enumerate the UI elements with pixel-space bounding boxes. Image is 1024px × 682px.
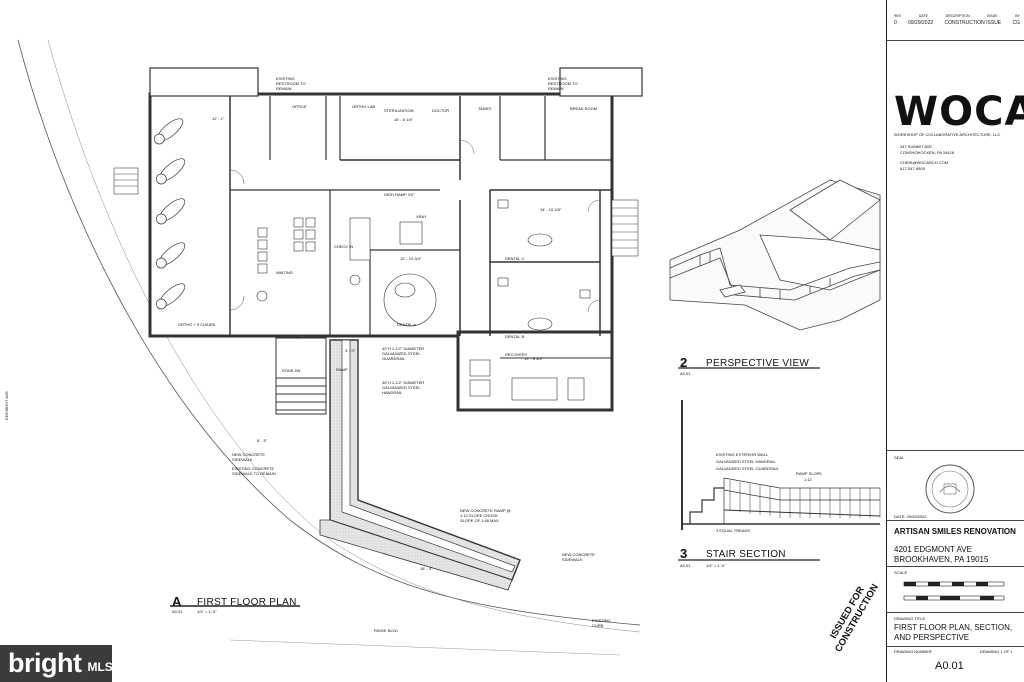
room-label-recovery: RECOVERY xyxy=(505,352,528,357)
seal-date: DATE: 09/29/2022 xyxy=(894,514,927,519)
note-new-ramp: NEW CONCRETE RAMP @ 1:12 SLOPE CROSS SLO… xyxy=(460,508,511,523)
firm-email: CHRIS@WOCARCH.COM xyxy=(900,160,949,165)
note-existing-restroom-2: EXISTING RESTROOM TO REMAIN xyxy=(548,76,578,91)
watermark-brand: bright xyxy=(8,648,82,678)
section-note-wall: EXISTING EXTERIOR WALL xyxy=(716,452,769,457)
perspective-number: 2 xyxy=(680,355,688,370)
perspective-title: PERSPECTIVE VIEW xyxy=(706,358,810,369)
drawing-sheet xyxy=(17,39,881,656)
section-note-ramp-slope: RAMP SLOPE xyxy=(796,471,822,476)
dim-5: 19' - 8 3/4" xyxy=(524,356,544,361)
room-label-dental-c: DENTAL C xyxy=(505,256,525,261)
dim-2: 16' - 8 1/4" xyxy=(394,117,414,122)
dim-1: 12' - 1" xyxy=(212,116,225,121)
plan-title: FIRST FLOOR PLAN xyxy=(197,597,297,608)
section-note-slope-value: 1:12 xyxy=(804,477,812,482)
room-label-stair-dn: STAIR DN xyxy=(282,368,301,373)
firm-address-1: 347 SUMMIT AVE xyxy=(900,144,933,149)
street-label-south: RIDGE BLVD xyxy=(374,628,398,633)
architect-seal xyxy=(925,464,975,514)
title-block xyxy=(886,0,1024,682)
note-new-sidewalk-2: NEW CONCRETE SIDEWALK xyxy=(562,552,595,562)
scale-label: SCALE xyxy=(894,570,908,575)
section-ref: A0.01 xyxy=(680,563,691,568)
drawing-number-label: DRAWING NUMBER xyxy=(894,649,932,654)
room-label-ortho-chairs: ORTHO + 5 CHAIRS xyxy=(178,322,216,327)
perspective-ref: A0.01 xyxy=(680,371,691,376)
dim-6: 18' - 4" xyxy=(420,566,433,571)
note-guardrail: 42"H 1-1/2" DIAMETER GALVANIZED STEEL GU… xyxy=(382,346,425,361)
perspective-drawing xyxy=(669,179,881,331)
plan-scale: 1/4" = 1'-0" xyxy=(197,609,217,614)
note-existing-sidewalk: EXISTING CONCRETE SIDEWALK TO REMAIN xyxy=(232,466,276,476)
section-note-guardrail: GALVANIZED STEEL GUARDRAIL xyxy=(716,466,779,471)
firm-address-2: CONSHOHOCKEN, PA 19428 xyxy=(900,150,954,155)
plan-sheet-ref: A0.01 xyxy=(172,609,183,614)
graphic-scale-bar xyxy=(903,581,1005,601)
room-label-break-room: BREAK ROOM xyxy=(570,106,598,111)
room-label-ortho-lab: ORTHO LAB xyxy=(352,104,376,109)
plan-title-marker: A xyxy=(172,594,182,609)
waiting-chairs xyxy=(256,217,361,302)
room-label-checkin: CHECK IN xyxy=(334,244,354,249)
note-existing-curb: EXISTING CURB xyxy=(592,618,611,628)
brightmls-watermark: bright MLS xyxy=(0,645,113,682)
dim-4: 14' - 10 1/8" xyxy=(540,207,562,212)
room-label-doctor: DOCTOR xyxy=(432,108,450,113)
section-number: 3 xyxy=(680,546,688,561)
seal-label: SEAL xyxy=(894,455,905,460)
firm-logo: WOCA xyxy=(894,89,1024,135)
dim-3: 12' - 10 3/4" xyxy=(400,256,422,261)
street-label-west: EDGMONT AVE xyxy=(4,391,9,420)
ortho-chairs xyxy=(153,118,186,310)
dim-7: 8' - 5" xyxy=(257,438,268,443)
revision-header: REV DATE DESCRIPTION ISSUE BY xyxy=(894,14,1020,18)
drawing-title-2: AND PERSPECTIVE xyxy=(894,633,970,642)
note-new-sidewalk: NEW CONCRETE SIDEWALK xyxy=(232,452,265,462)
room-label-sterilization: STERILIZATION xyxy=(384,108,414,113)
room-label-high-ramp: HIGH RAMP 3'0" xyxy=(384,192,415,197)
watermark-suffix: MLS xyxy=(87,659,113,674)
note-handrail: 36"H 1-1/2" DIAMETER GALVANIZED STEEL HA… xyxy=(382,380,425,395)
drawing-of-label: DRAWING 1 OF 1 xyxy=(980,649,1013,654)
section-note-treads: 3 EQUAL TREADS xyxy=(716,528,751,533)
dim-8: 3' - 0" xyxy=(345,348,356,353)
room-label-office: OFFICE xyxy=(292,104,307,109)
revision-row: 0 09/29/2022 CONSTRUCTION ISSUE CG xyxy=(894,20,1020,26)
site-curve-west xyxy=(17,39,641,626)
room-label-dental-a: DENTAL A xyxy=(397,322,416,327)
section-note-handrail: GALVANIZED STEEL HANDRAIL xyxy=(716,459,776,464)
project-address-2: BROOKHAVEN, PA 19015 xyxy=(894,555,989,564)
building-walls xyxy=(148,67,643,412)
section-title: STAIR SECTION xyxy=(706,549,786,560)
drawing-number: A0.01 xyxy=(935,660,964,672)
entry-ramp xyxy=(275,337,521,591)
project-name: ARTISAN SMILES RENOVATION xyxy=(894,527,1016,536)
firm-phone: 617-547-9809 xyxy=(900,166,925,171)
room-label-dental-b: DENTAL B xyxy=(505,334,525,339)
exterior-stairs-west xyxy=(113,167,639,257)
site-curve-east xyxy=(47,39,641,633)
stair-section-drawing xyxy=(681,400,881,530)
room-label-xray: XRAY xyxy=(416,214,427,219)
project-address-1: 4201 EDGMONT AVE xyxy=(894,545,972,554)
dental-equipment xyxy=(349,199,591,401)
room-label-tank: TANKS xyxy=(478,106,492,111)
drawing-title-1: FIRST FLOOR PLAN, SECTION, xyxy=(894,623,1013,632)
drawing-title-label: DRAWING TITLE xyxy=(894,616,926,621)
room-label-waiting: WAITING xyxy=(276,270,293,275)
section-scale: 1/4" = 1'-0" xyxy=(706,563,726,568)
note-existing-restroom-1: EXISTING RESTROOM TO REMAIN xyxy=(276,76,306,91)
room-label-ramp: RAMP xyxy=(336,367,348,372)
firm-name: WORKSHOP OF COLLABORATIVE ARCHITECTURE, … xyxy=(894,132,1001,137)
